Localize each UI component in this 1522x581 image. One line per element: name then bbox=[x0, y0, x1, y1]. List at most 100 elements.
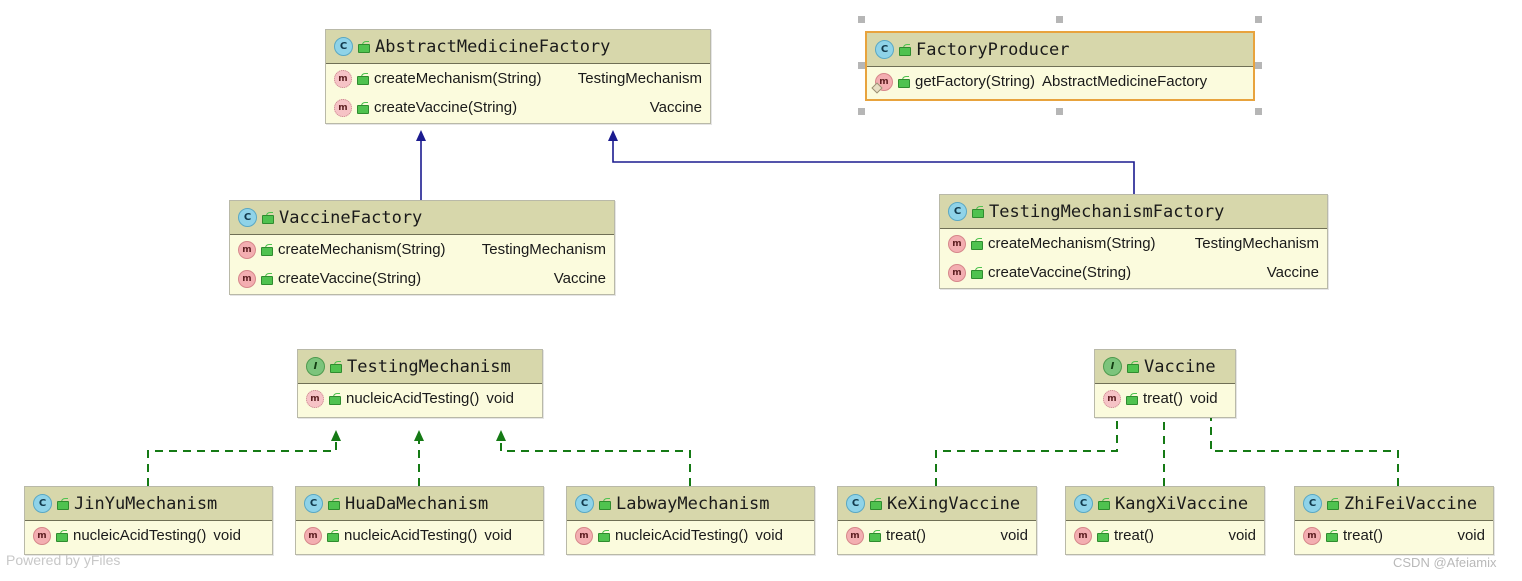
unlocked-icon bbox=[261, 272, 273, 285]
unlocked-icon bbox=[1327, 497, 1339, 510]
member-row[interactable]: m treat() void bbox=[1295, 521, 1493, 550]
class-icon: C bbox=[875, 40, 894, 59]
member-signature: createMechanism(String) bbox=[988, 235, 1156, 252]
selection-handle-bottom-right[interactable] bbox=[1255, 108, 1262, 115]
selection-handle-middle-left[interactable] bbox=[858, 62, 865, 69]
uml-class-kexingvaccine[interactable]: C KeXingVaccine m treat() void bbox=[837, 486, 1037, 555]
member-row[interactable]: m treat() void bbox=[1066, 521, 1264, 550]
unlocked-icon bbox=[357, 72, 369, 85]
member-row[interactable]: m createVaccine(String) Vaccine bbox=[230, 264, 614, 293]
selection-handle-top-center[interactable] bbox=[1056, 16, 1063, 23]
node-header: C VaccineFactory bbox=[230, 201, 614, 235]
node-header: C KangXiVaccine bbox=[1066, 487, 1264, 521]
member-row[interactable]: m getFactory(String) AbstractMedicineFac… bbox=[867, 67, 1253, 96]
abstract-method-icon: m bbox=[1103, 389, 1121, 408]
member-signature: createMechanism(String) bbox=[374, 70, 542, 87]
method-icon: m bbox=[33, 526, 51, 545]
unlocked-icon bbox=[899, 43, 911, 56]
member-return-type: Vaccine bbox=[649, 99, 702, 116]
abstract-method-icon: m bbox=[334, 98, 352, 117]
member-list: m treat() void bbox=[1295, 521, 1493, 550]
edge-zhifeivaccine-to-vaccine bbox=[1206, 396, 1399, 486]
unlocked-icon bbox=[599, 497, 611, 510]
abstract-method-icon: m bbox=[306, 389, 324, 408]
unlocked-icon bbox=[56, 529, 68, 542]
member-signature: createVaccine(String) bbox=[988, 264, 1132, 281]
member-return-type: TestingMechanism bbox=[577, 70, 702, 87]
uml-class-kangxivaccine[interactable]: C KangXiVaccine m treat() void bbox=[1065, 486, 1265, 555]
member-return-type: void bbox=[1190, 390, 1218, 407]
selection-handle-top-left[interactable] bbox=[858, 16, 865, 23]
member-return-type: Vaccine bbox=[553, 270, 606, 287]
interface-icon: I bbox=[306, 357, 325, 376]
uml-class-abstractmedicinefactory[interactable]: C AbstractMedicineFactory m createMechan… bbox=[325, 29, 711, 124]
unlocked-icon bbox=[971, 266, 983, 279]
selection-handle-top-right[interactable] bbox=[1255, 16, 1262, 23]
method-icon: m bbox=[1303, 526, 1321, 545]
member-return-type: void bbox=[1000, 527, 1028, 544]
member-row[interactable]: m nucleicAcidTesting() void bbox=[296, 521, 543, 550]
uml-class-testingmechanismfactory[interactable]: C TestingMechanismFactory m createMechan… bbox=[939, 194, 1328, 289]
unlocked-icon bbox=[329, 392, 341, 405]
method-icon: m bbox=[1074, 526, 1092, 545]
member-row[interactable]: m nucleicAcidTesting() void bbox=[298, 384, 542, 413]
uml-interface-testingmechanism[interactable]: I TestingMechanism m nucleicAcidTesting(… bbox=[297, 349, 543, 418]
member-row[interactable]: m treat() void bbox=[1095, 384, 1235, 413]
node-header: C AbstractMedicineFactory bbox=[326, 30, 710, 64]
member-return-type: Vaccine bbox=[1266, 264, 1319, 281]
class-icon: C bbox=[1303, 494, 1322, 513]
member-return-type: TestingMechanism bbox=[1194, 235, 1319, 252]
unlocked-icon bbox=[262, 211, 274, 224]
node-title: ZhiFeiVaccine bbox=[1344, 493, 1478, 514]
node-header: I Vaccine bbox=[1095, 350, 1235, 384]
member-row[interactable]: m createVaccine(String) Vaccine bbox=[326, 93, 710, 122]
method-icon: m bbox=[575, 526, 593, 545]
method-icon: m bbox=[846, 526, 864, 545]
uml-class-huadamechanism[interactable]: C HuaDaMechanism m nucleicAcidTesting() … bbox=[295, 486, 544, 555]
method-icon: m bbox=[304, 526, 322, 545]
member-signature: treat() bbox=[1143, 390, 1184, 407]
class-icon: C bbox=[1074, 494, 1093, 513]
member-row[interactable]: m createMechanism(String) TestingMechani… bbox=[230, 235, 614, 264]
yfiles-watermark: Powered by yFiles bbox=[6, 552, 121, 568]
member-row[interactable]: m createVaccine(String) Vaccine bbox=[940, 258, 1327, 287]
node-header: C KeXingVaccine bbox=[838, 487, 1036, 521]
unlocked-icon bbox=[261, 243, 273, 256]
member-row[interactable]: m nucleicAcidTesting() void bbox=[567, 521, 814, 550]
uml-interface-vaccine[interactable]: I Vaccine m treat() void bbox=[1094, 349, 1236, 418]
member-row[interactable]: m treat() void bbox=[838, 521, 1036, 550]
unlocked-icon bbox=[1127, 360, 1139, 373]
member-list: m createMechanism(String) TestingMechani… bbox=[940, 229, 1327, 287]
member-signature: createVaccine(String) bbox=[374, 99, 518, 116]
node-title: KeXingVaccine bbox=[887, 493, 1021, 514]
uml-class-factoryproducer[interactable]: C FactoryProducer m getFactory(String) A… bbox=[865, 31, 1255, 101]
member-return-type: void bbox=[486, 390, 514, 407]
uml-class-zhifeivaccine[interactable]: C ZhiFeiVaccine m treat() void bbox=[1294, 486, 1494, 555]
member-list: m nucleicAcidTesting() void bbox=[296, 521, 543, 550]
uml-class-labwaymechanism[interactable]: C LabwayMechanism m nucleicAcidTesting()… bbox=[566, 486, 815, 555]
uml-class-vaccinefactory[interactable]: C VaccineFactory m createMechanism(Strin… bbox=[229, 200, 615, 295]
member-list: m createMechanism(String) TestingMechani… bbox=[326, 64, 710, 122]
member-return-type: void bbox=[1228, 527, 1256, 544]
unlocked-icon bbox=[971, 237, 983, 250]
member-list: m treat() void bbox=[1095, 384, 1235, 413]
selection-handle-bottom-left[interactable] bbox=[858, 108, 865, 115]
class-icon: C bbox=[575, 494, 594, 513]
member-list: m createMechanism(String) TestingMechani… bbox=[230, 235, 614, 293]
selection-handle-bottom-center[interactable] bbox=[1056, 108, 1063, 115]
member-signature: treat() bbox=[886, 527, 927, 544]
member-signature: createMechanism(String) bbox=[278, 241, 446, 258]
member-return-type: AbstractMedicineFactory bbox=[1042, 73, 1208, 90]
node-header: I TestingMechanism bbox=[298, 350, 542, 384]
member-row[interactable]: m nucleicAcidTesting() void bbox=[25, 521, 272, 550]
member-row[interactable]: m createMechanism(String) TestingMechani… bbox=[326, 64, 710, 93]
member-list: m nucleicAcidTesting() void bbox=[567, 521, 814, 550]
selection-handle-middle-right[interactable] bbox=[1255, 62, 1262, 69]
method-icon: m bbox=[948, 263, 966, 282]
member-row[interactable]: m createMechanism(String) TestingMechani… bbox=[940, 229, 1327, 258]
uml-class-jinyumechanism[interactable]: C JinYuMechanism m nucleicAcidTesting() … bbox=[24, 486, 273, 555]
member-signature: treat() bbox=[1343, 527, 1384, 544]
node-title: KangXiVaccine bbox=[1115, 493, 1249, 514]
csdn-watermark: CSDN @Afeiamix bbox=[1393, 555, 1497, 570]
